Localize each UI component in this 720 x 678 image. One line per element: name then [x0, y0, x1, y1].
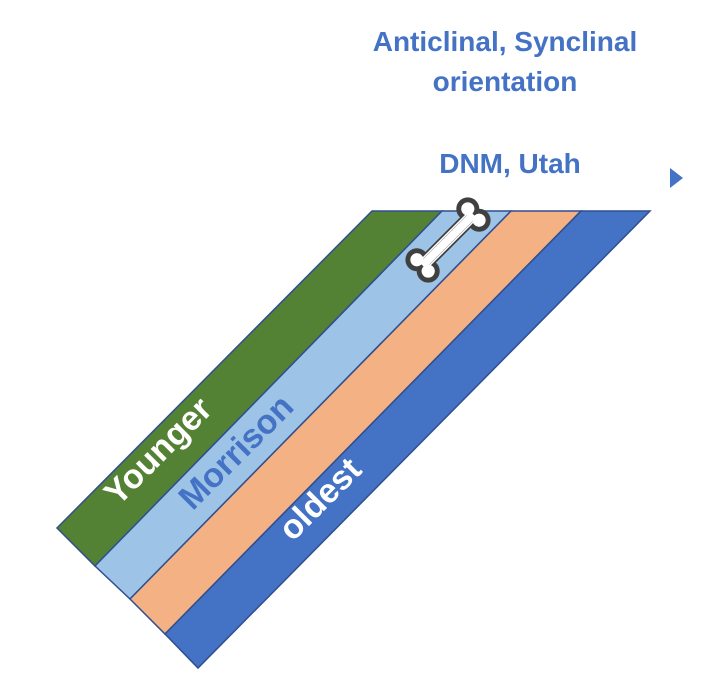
title-line-2: orientation — [432, 66, 578, 97]
layer-band-oldest — [163, 210, 652, 670]
bone-icon — [405, 197, 491, 283]
triangle-right-icon — [670, 168, 683, 188]
location-label: DNM, Utah — [439, 148, 581, 179]
diagram-title: Anticlinal, Synclinal orientation — [330, 22, 680, 102]
title-line-1: Anticlinal, Synclinal — [372, 26, 638, 57]
